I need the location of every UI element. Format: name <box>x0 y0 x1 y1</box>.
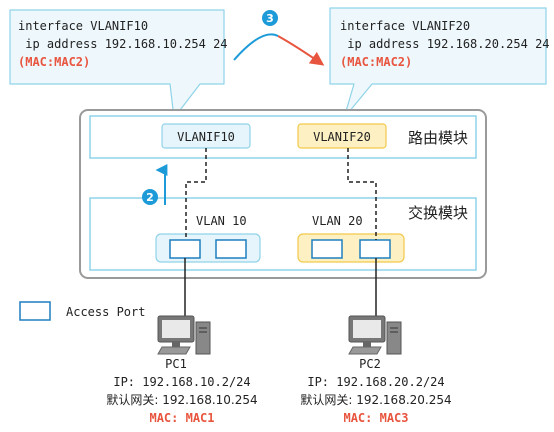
vlanif20-interface <box>297 123 387 149</box>
step3-arrow: 3 <box>233 10 325 66</box>
callout-vlanif20-line1: interface VLANIF20 <box>340 19 470 33</box>
callout-vlanif10: interface VLANIF10 ip address 192.168.10… <box>9 9 228 119</box>
callout-vlanif10-line2: ip address 192.168.10.254 24 <box>18 37 228 51</box>
pc2-mac: MAC: MAC3 <box>343 411 408 425</box>
callout-vlanif10-line1: interface VLANIF10 <box>18 19 148 33</box>
access-port-vlan10-2 <box>215 239 247 259</box>
pc1-mac: MAC: MAC1 <box>149 411 214 425</box>
vlan20-label: VLAN 20 <box>312 214 363 228</box>
pc1-info: PC1 IP: 192.168.10.2/24 默认网关: 192.168.10… <box>106 357 257 425</box>
vlan10-label: VLAN 10 <box>196 214 247 228</box>
callout-vlanif20-line2: ip address 192.168.20.254 24 <box>340 37 550 51</box>
step2-number: 2 <box>146 191 154 204</box>
access-port-vlan10-1 <box>169 239 201 259</box>
pc2-info: PC2 IP: 192.168.20.2/24 默认网关: 192.168.20… <box>300 357 451 425</box>
layer3-switch: 路由模块 VLANIF10 VLANIF20 交换模块 VLAN 10 VLAN… <box>79 109 487 279</box>
pc1-gateway: 默认网关: 192.168.10.254 <box>106 392 257 407</box>
step3-badge <box>262 10 278 26</box>
callout-vlanif20: interface VLANIF20 ip address 192.168.20… <box>329 7 550 119</box>
callout-vlanif10-mac: (MAC:MAC2) <box>18 55 90 69</box>
switching-module-label: 交换模块 <box>408 204 468 222</box>
legend-access-port-label: Access Port <box>66 305 145 319</box>
access-port-vlan20-2 <box>359 239 391 259</box>
pc2-computer-icon <box>348 315 402 355</box>
vlan10-internal-link <box>185 148 207 240</box>
pc1-name: PC1 <box>165 357 187 371</box>
switching-module <box>89 197 477 271</box>
vlanif20-label: VLANIF20 <box>313 130 371 144</box>
legend: Access Port <box>19 301 145 321</box>
pc2-ip: IP: 192.168.20.2/24 <box>307 375 444 389</box>
vlan20-internal-link <box>347 148 377 240</box>
pc1-computer-icon <box>157 315 211 355</box>
step2-badge <box>142 189 158 205</box>
legend-access-port-icon <box>19 301 51 321</box>
access-port-vlan20-1 <box>311 239 343 259</box>
pc1-ip: IP: 192.168.10.2/24 <box>113 375 250 389</box>
routing-module-label: 路由模块 <box>408 129 468 147</box>
vlanif10-label: VLANIF10 <box>177 130 235 144</box>
pc2-name: PC2 <box>359 357 381 371</box>
step3-number: 3 <box>266 12 274 25</box>
pc2-gateway: 默认网关: 192.168.20.254 <box>300 392 451 407</box>
callout-vlanif20-mac: (MAC:MAC2) <box>340 55 412 69</box>
routing-module <box>89 115 477 159</box>
